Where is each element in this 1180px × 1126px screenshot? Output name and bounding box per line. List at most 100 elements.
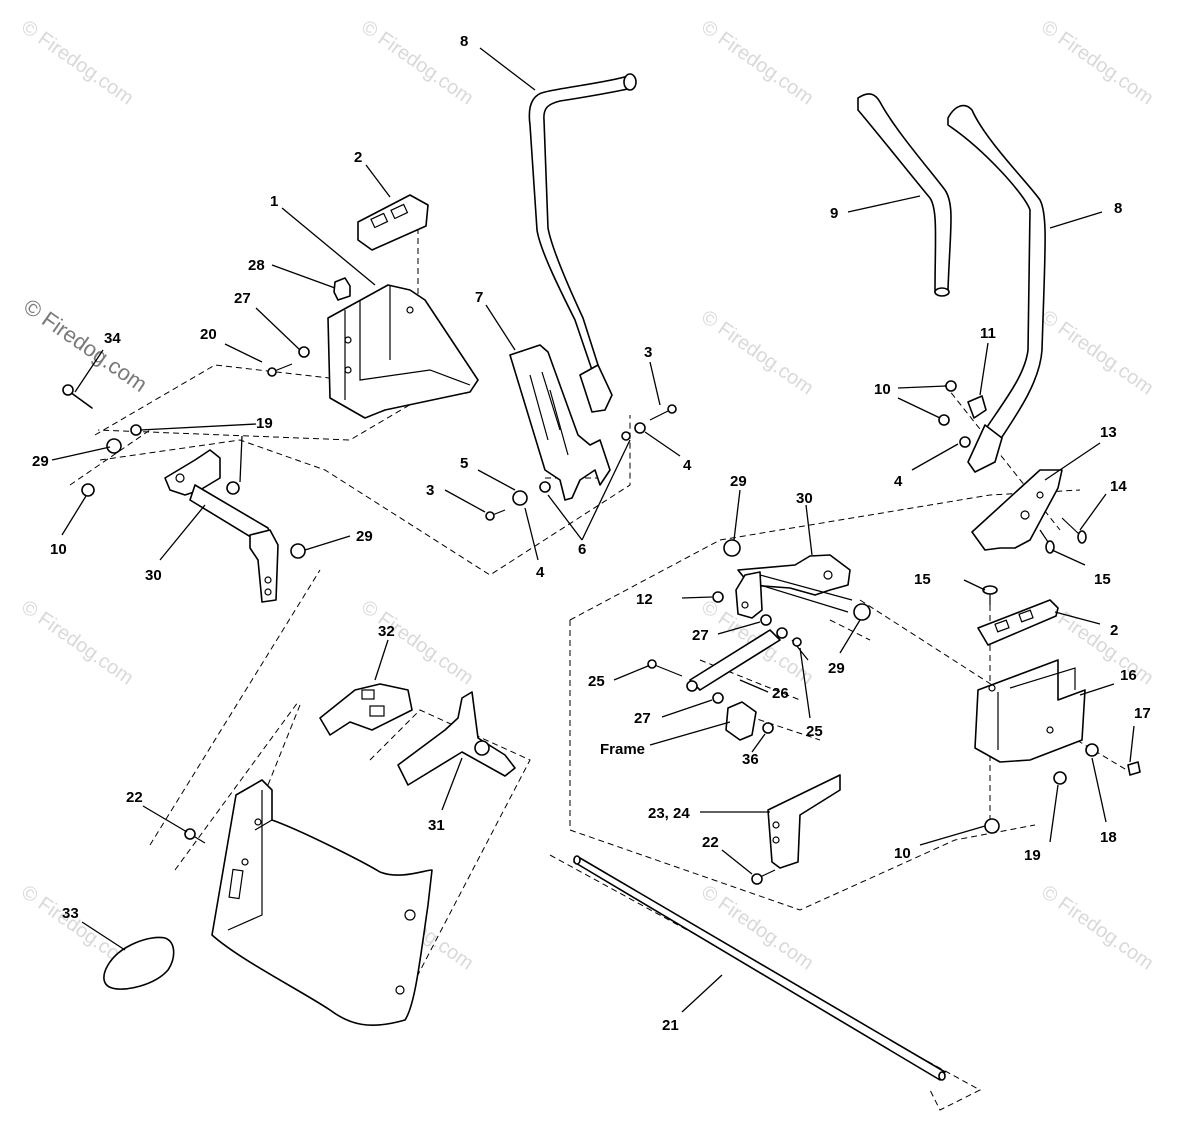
watermark-prominent: © Firedog.com xyxy=(19,294,152,397)
watermark: © Firedog.com xyxy=(697,306,817,399)
callout-22: 22 xyxy=(702,834,719,851)
part-2-bracket-left xyxy=(357,194,429,251)
part-20-bolt xyxy=(267,363,293,377)
part-28-clip xyxy=(333,277,351,301)
callout-10: 10 xyxy=(50,541,67,558)
watermark: © Firedog.com xyxy=(17,16,137,109)
callout-23-24: 23, 24 xyxy=(648,805,690,822)
part-8-handle-left xyxy=(528,73,637,413)
callout-15: 15 xyxy=(1094,571,1111,588)
frame-bracket xyxy=(725,701,757,741)
part-21-rod xyxy=(573,855,946,1081)
part-13-bracket xyxy=(971,469,1063,551)
shield-cover xyxy=(211,779,433,1026)
callout-29: 29 xyxy=(730,473,747,490)
callout-frame: Frame xyxy=(600,741,645,758)
watermark: © Firedog.com xyxy=(1037,881,1157,974)
callout-17: 17 xyxy=(1134,705,1151,722)
part-25-bolt xyxy=(647,659,683,677)
watermark: © Firedog.com xyxy=(1037,16,1157,109)
callout-29: 29 xyxy=(32,453,49,470)
part-15-bolt-upper xyxy=(982,585,998,605)
callout-9: 9 xyxy=(830,205,838,222)
part-29-bushing xyxy=(723,539,741,557)
part-6-bushing xyxy=(539,481,551,493)
callout-15: 15 xyxy=(914,571,931,588)
watermark: © Firedog.com xyxy=(697,16,817,109)
part-22-bolt-left xyxy=(184,828,206,844)
watermark: © Firedog.com xyxy=(697,881,817,974)
part-6-bushing xyxy=(621,431,631,441)
part-16-tray xyxy=(974,659,1086,763)
callout-27: 27 xyxy=(634,710,651,727)
part-11-clip xyxy=(967,395,987,419)
callout-2: 2 xyxy=(354,149,362,166)
part-19-bushing xyxy=(1053,771,1067,785)
watermark: © Firedog.com xyxy=(17,596,137,689)
callout-labels: 8 2 1 28 27 20 34 19 29 10 30 29 7 3 5 3… xyxy=(32,33,1151,1034)
part-15-bolt xyxy=(1039,529,1055,554)
part-19-bushing xyxy=(130,424,142,436)
callout-27: 27 xyxy=(692,627,709,644)
part-14-bolt xyxy=(1061,517,1087,544)
part-29-bushing xyxy=(106,438,122,454)
part-23-24-bracket xyxy=(767,774,841,869)
part-30-shaft-right xyxy=(735,554,853,619)
part-10-nut xyxy=(938,414,950,426)
callout-4: 4 xyxy=(894,473,903,490)
callout-29: 29 xyxy=(356,528,373,545)
part-36-nut xyxy=(762,722,774,734)
part-26-gas-spring xyxy=(686,627,788,692)
callout-4: 4 xyxy=(683,457,692,474)
callout-36: 36 xyxy=(742,751,759,768)
part-17-clip xyxy=(1127,761,1141,776)
part-31-latch xyxy=(397,691,516,786)
callout-8: 8 xyxy=(1114,200,1122,217)
callout-3: 3 xyxy=(426,482,434,499)
part-22-bolt xyxy=(751,869,776,885)
part-1-tray xyxy=(327,284,479,419)
part-18-washer xyxy=(1085,743,1099,757)
callout-10: 10 xyxy=(894,845,911,862)
callout-19: 19 xyxy=(1024,847,1041,864)
callout-22: 22 xyxy=(126,789,143,806)
part-27-nut xyxy=(298,346,310,358)
callout-32: 32 xyxy=(378,623,395,640)
part-7-bracket xyxy=(509,344,611,501)
callout-29: 29 xyxy=(828,660,845,677)
part-19-bushing xyxy=(226,481,240,495)
part-12-nut xyxy=(712,591,724,603)
part-27-nut xyxy=(712,692,724,704)
callout-20: 20 xyxy=(200,326,217,343)
part-4-washer xyxy=(959,436,971,448)
watermark: © Firedog.com xyxy=(357,16,477,109)
watermark: © Firedog.com xyxy=(357,596,477,689)
callout-34: 34 xyxy=(104,330,121,347)
callout-1: 1 xyxy=(270,193,278,210)
callout-7: 7 xyxy=(475,289,483,306)
part-9-grip xyxy=(857,93,952,297)
part-29-bushing xyxy=(290,543,306,559)
watermark: © Firedog.com xyxy=(1037,306,1157,399)
callout-25: 25 xyxy=(588,673,605,690)
part-33-knob xyxy=(103,936,175,990)
part-10-nut xyxy=(945,380,957,392)
part-5-washer xyxy=(512,490,528,506)
callout-8: 8 xyxy=(460,33,468,50)
part-10-nut xyxy=(81,483,95,497)
callout-11: 11 xyxy=(980,325,996,342)
callout-4: 4 xyxy=(536,564,545,581)
callout-18: 18 xyxy=(1100,829,1117,846)
part-30-shaft-left xyxy=(164,449,279,603)
callout-31: 31 xyxy=(428,817,445,834)
callout-2: 2 xyxy=(1110,622,1118,639)
callout-16: 16 xyxy=(1120,667,1137,684)
callout-6: 6 xyxy=(578,541,586,558)
assembly-lines xyxy=(69,228,1131,1111)
callout-33: 33 xyxy=(62,905,79,922)
part-34-bolt xyxy=(62,384,93,409)
callout-14: 14 xyxy=(1110,478,1127,495)
callout-10: 10 xyxy=(874,381,891,398)
part-3-bolt-lower xyxy=(485,509,506,521)
